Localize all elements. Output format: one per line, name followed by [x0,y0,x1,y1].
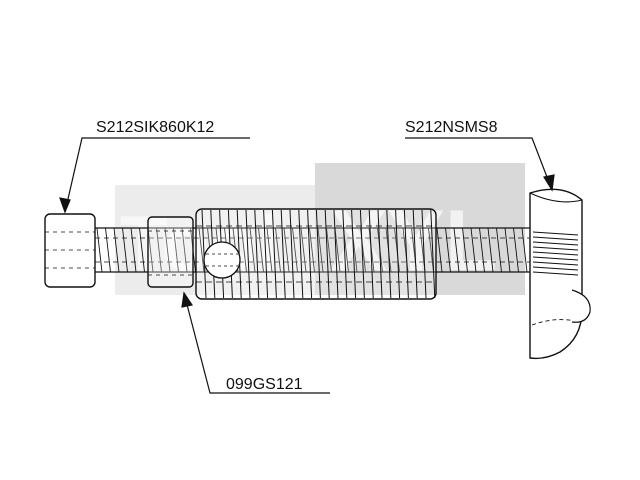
thread-line [428,227,434,273]
thread-line [258,227,264,273]
cross-pin [203,241,241,279]
leader-lines [59,137,555,394]
thread-line [122,227,128,273]
thread-line [156,227,162,273]
thread-line [334,227,341,273]
thread-line [532,251,579,256]
thread-line [532,246,579,251]
thread-line [377,209,383,299]
nut-leader [405,137,553,191]
thread-line [421,209,427,299]
nut-part-label: S212NSMS8 [405,119,498,136]
thread-line [181,227,188,273]
screw-part-label: S212SIK860K12 [96,119,214,136]
thread-line [403,209,409,299]
thread-line [292,227,298,273]
thread-line [333,209,339,299]
thread-line [164,227,171,273]
thread-line [532,241,579,246]
thread-line [147,227,154,273]
thread-line [368,209,374,299]
thread-line [351,209,357,299]
thread-line [386,209,392,299]
threaded-rod [95,227,530,273]
thread-line [317,227,324,273]
thread-line [532,236,579,241]
thread-line [342,209,348,299]
thread-line [532,231,579,236]
thread-line [436,227,443,273]
thread-line [280,209,286,299]
thread-line [266,227,273,273]
thread-line [532,256,579,261]
thread-line [307,209,313,299]
thread-line [139,227,145,273]
thread-line [532,271,579,276]
thread-line [532,266,579,271]
thread-line [201,209,207,299]
nut-threads [532,231,579,276]
thread-line [532,261,579,266]
sleeve-part-label: 099GS121 [226,376,303,393]
screw-leader [64,137,250,213]
thread-line [513,227,519,273]
nut-ball [571,289,591,323]
thread-line [462,227,468,273]
screw-head [44,213,96,288]
thread-line [254,209,260,299]
thread-line [245,209,251,299]
thread-line [453,227,460,273]
thread-line [113,227,120,273]
nut [529,188,591,360]
thread-line [504,227,511,273]
sleeve [147,216,194,288]
thread-line [298,209,304,299]
thread-line [315,209,321,299]
thread-line [263,209,269,299]
thread-line [271,209,277,299]
thread-line [96,227,103,273]
thread-line [430,209,436,299]
thread-line [309,227,315,273]
thread-line [300,227,307,273]
thread-line [283,227,290,273]
thread-line [105,227,111,273]
thread-line [412,209,418,299]
thread-line [359,209,365,299]
thread-line [241,227,247,273]
screw-arrowhead [59,197,71,214]
nut-arrowhead [543,174,555,192]
thread-line [249,227,256,273]
thread-line [324,209,330,299]
sleeve-arrowhead [181,291,193,308]
thread-line [521,227,528,273]
rod-threads [96,227,528,273]
thread-line [479,227,485,273]
thread-line [496,227,502,273]
sleeve-leader [183,292,330,394]
thread-line [198,227,205,273]
thread-line [395,209,401,299]
thread-line [289,209,295,299]
thread-line [173,227,179,273]
thread-line [470,227,477,273]
thread-line [275,227,281,273]
thread-line [326,227,332,273]
thread-line [445,227,451,273]
threaded-tube [195,208,437,300]
thread-line [487,227,494,273]
thread-line [130,227,137,273]
